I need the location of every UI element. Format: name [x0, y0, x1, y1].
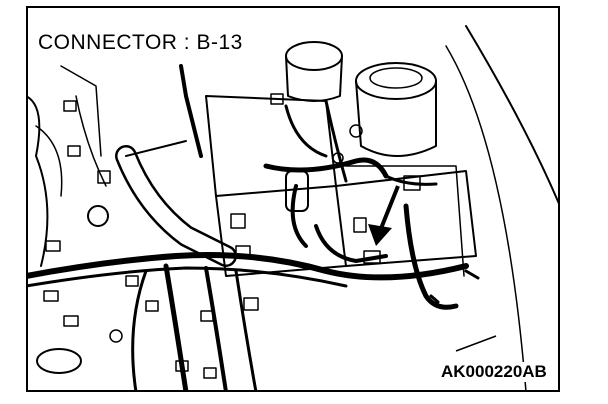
- arrow-down-icon: [368, 185, 400, 246]
- figure-code: AK000220AB: [438, 362, 550, 382]
- connector-label: CONNECTOR : B-13: [34, 31, 247, 55]
- engine-bay-illustration: [26, 25, 560, 392]
